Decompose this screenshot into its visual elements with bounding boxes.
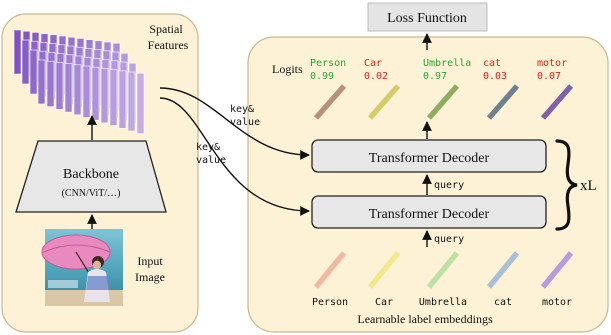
label-embedding-bar <box>486 251 520 289</box>
input-image-label-line1: Input <box>137 254 163 268</box>
left-panel: Spatial Features Backbone (CNN/ViT/…) In… <box>1 13 199 333</box>
feature-map-column <box>64 63 73 113</box>
label-embedding-bar <box>313 251 347 289</box>
label-embedding-bar <box>540 251 574 289</box>
logit-embedding-bar <box>486 84 520 120</box>
transformer-decoder-bottom-label: Transformer Decoder <box>369 207 490 222</box>
query-label-top: query <box>434 180 464 191</box>
key-value-label-top-line2: value <box>230 117 260 128</box>
logit-embedding-bar <box>540 84 574 120</box>
transformer-decoder-top <box>311 139 547 173</box>
feature-map-column <box>55 62 64 110</box>
logit-embedding-bar <box>426 84 460 120</box>
input-image-label-line2: Image <box>135 270 165 284</box>
repeat-brace <box>555 139 578 231</box>
feature-map-column <box>136 72 145 134</box>
label-embedding-name: motor <box>542 297 572 308</box>
loss-function-box <box>367 2 488 32</box>
input-image <box>41 229 123 306</box>
right-panel: Loss Function Logits Person0.99Car0.02Um… <box>247 2 609 333</box>
logit-class-name: Umbrella <box>423 58 471 69</box>
feature-map-column <box>91 66 100 121</box>
logit-score: 0.02 <box>364 71 388 82</box>
label-embedding-bar <box>367 251 401 289</box>
feature-map-column <box>100 68 109 124</box>
spatial-feature-maps <box>13 29 145 134</box>
key-value-label-bottom-line1: key& <box>196 142 220 153</box>
label-embedding-name: Person <box>312 297 348 308</box>
logit-class-name: motor <box>537 58 567 69</box>
spatial-features-label-line1: Spatial <box>149 22 183 36</box>
backbone-block <box>15 140 167 213</box>
key-value-label-bottom-line2: value <box>196 155 226 166</box>
feature-map-column <box>29 49 38 95</box>
label-embedding-name: Car <box>375 297 393 308</box>
key-value-connectors: key& value key& value <box>159 87 310 216</box>
backbone-subtitle: (CNN/ViT/…) <box>62 188 121 199</box>
logits-row: Person 0.99 Car 0.02 Umbrella 0.97 cat 0.03 moto… <box>310 58 574 120</box>
feature-map-column <box>127 71 136 132</box>
spatial-features-label-line2: Features <box>148 38 189 52</box>
logit-score: 0.97 <box>423 71 447 82</box>
feature-map-column <box>109 69 118 126</box>
feature-map-column <box>37 59 46 105</box>
logit-class-name: Car <box>364 58 382 69</box>
transformer-decoder-top-label: Transformer Decoder <box>369 151 490 166</box>
feature-map-column <box>82 65 91 118</box>
feature-map-column <box>73 64 82 116</box>
logit-embedding-bar <box>367 84 401 120</box>
query-label-bottom: query <box>434 234 464 245</box>
logit-class-name: cat <box>483 58 501 69</box>
learnable-embeddings-label: Learnable label embeddings <box>357 312 493 326</box>
logit-score: 0.03 <box>483 71 507 82</box>
key-value-label-top-line1: key& <box>230 104 254 115</box>
backbone-title: Backbone <box>63 167 119 182</box>
key-value-arrow-bottom <box>159 97 310 216</box>
feature-map-column <box>13 29 22 75</box>
feature-map-column <box>118 70 127 129</box>
logit-score: 0.99 <box>310 71 334 82</box>
feature-map-column <box>21 39 30 85</box>
repeat-label: xL <box>580 178 597 194</box>
label-embedding-name: cat <box>494 297 512 308</box>
logit-embedding-bar <box>313 84 347 120</box>
label-embedding-bar <box>426 251 460 289</box>
logit-class-name: Person <box>310 58 346 69</box>
label-embeddings-row: Person Car Umbrella cat motor <box>312 251 574 308</box>
transformer-decoder-bottom <box>311 195 547 229</box>
feature-map-column <box>46 60 55 108</box>
logits-label: Logits <box>272 62 303 76</box>
label-embedding-name: Umbrella <box>419 297 467 308</box>
logit-score: 0.07 <box>537 71 561 82</box>
key-value-arrow-top <box>159 87 310 160</box>
loss-function-label: Loss Function <box>387 11 467 26</box>
